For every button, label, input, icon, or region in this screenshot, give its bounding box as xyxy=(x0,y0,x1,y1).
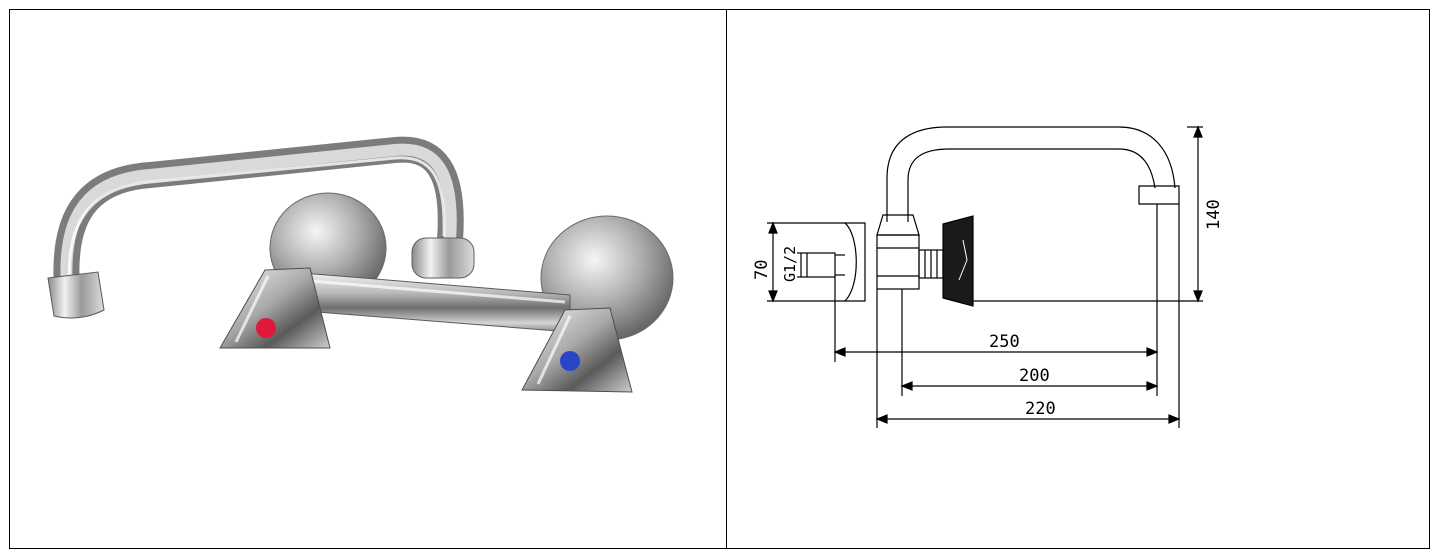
aerator-nozzle xyxy=(47,271,105,319)
cold-indicator xyxy=(560,351,580,371)
handle-outline xyxy=(942,215,974,307)
dimension-drawing: 140 70 G1/2 250 xyxy=(752,125,1224,428)
spout-collar xyxy=(411,237,475,279)
dim-label-thread: G1/2 xyxy=(781,246,799,282)
swivel-nut xyxy=(876,214,920,236)
dim-label-220: 220 xyxy=(1025,399,1056,419)
dim-label-200: 200 xyxy=(1019,366,1050,386)
aerator-outline xyxy=(1138,185,1180,205)
dim-label-70: 70 xyxy=(752,260,772,280)
valve-body xyxy=(876,234,920,290)
flange-outline xyxy=(843,222,866,302)
cold-handle xyxy=(521,307,633,393)
product-photo-panel xyxy=(9,9,727,549)
faucet-photo xyxy=(47,136,674,393)
hot-indicator xyxy=(256,318,276,338)
hot-handle xyxy=(219,267,331,349)
technical-drawing-panel: 140 70 G1/2 250 xyxy=(726,9,1430,549)
wall-connector xyxy=(806,252,836,278)
spout-outline xyxy=(886,126,1176,222)
dim-label-250: 250 xyxy=(989,332,1020,352)
mixer-body xyxy=(289,271,571,333)
dim-label-140: 140 xyxy=(1204,199,1224,230)
product-sheet: 140 70 G1/2 250 xyxy=(9,9,1430,549)
